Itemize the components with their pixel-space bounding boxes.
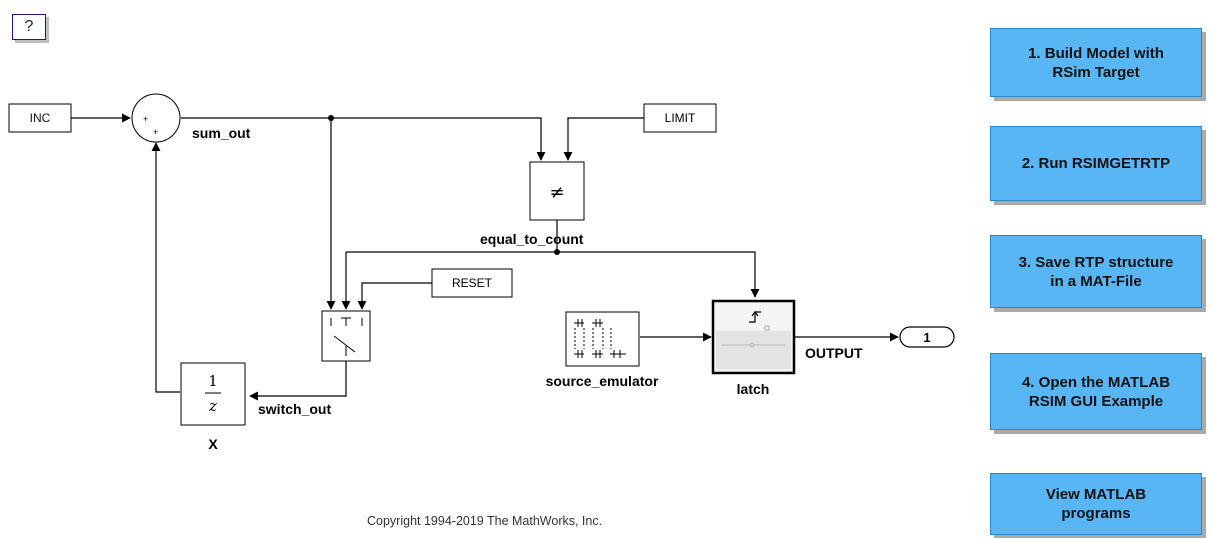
sum-block[interactable]: + + xyxy=(131,93,181,143)
switch-icon xyxy=(330,317,363,356)
save-rtp-button[interactable]: 3. Save RTP structure in a MAT-File xyxy=(990,235,1202,308)
source-emulator-block[interactable] xyxy=(565,311,640,367)
help-button[interactable]: ? xyxy=(12,14,46,40)
unit-delay-numerator: 1 xyxy=(208,372,218,390)
x-label: X xyxy=(208,436,218,452)
line-equal-to-latch xyxy=(346,251,760,298)
line-switch-out xyxy=(249,361,347,401)
line-delay-to-sum xyxy=(151,142,180,393)
open-gui-example-button[interactable]: 4. Open the MATLAB RSIM GUI Example xyxy=(990,353,1202,430)
signal-lines xyxy=(71,113,899,401)
reset-block[interactable]: RESET xyxy=(431,268,513,298)
sum-out-label: sum_out xyxy=(192,125,251,141)
not-equal-block[interactable]: ≠ xyxy=(529,161,585,221)
branch-point-sum-out xyxy=(328,115,334,121)
limit-label: LIMIT xyxy=(665,111,696,125)
line-reset-to-switch xyxy=(357,282,432,310)
sum-sign-left: + xyxy=(143,114,148,124)
build-model-button[interactable]: 1. Build Model with RSim Target xyxy=(990,28,1202,97)
switch-out-label: switch_out xyxy=(258,401,331,417)
copyright-text: Copyright 1994-2019 The MathWorks, Inc. xyxy=(367,514,603,528)
outport-block[interactable]: 1 xyxy=(899,326,955,348)
branch-point-equal xyxy=(554,249,560,255)
sum-sign-bottom: + xyxy=(153,127,158,137)
latch-label: latch xyxy=(737,381,770,397)
line-limit-to-neq xyxy=(563,117,644,161)
trigger-icon xyxy=(749,311,761,323)
source-emulator-label: source_emulator xyxy=(546,373,659,389)
run-rsimgetrtp-button[interactable]: 2. Run RSIMGETRTP xyxy=(990,126,1202,201)
switch-block[interactable] xyxy=(321,310,371,362)
limit-block[interactable]: LIMIT xyxy=(643,103,717,133)
reset-label: RESET xyxy=(452,276,493,290)
equal-to-count-label: equal_to_count xyxy=(480,231,584,247)
line-sum-out xyxy=(181,117,546,161)
not-equal-symbol: ≠ xyxy=(549,182,564,203)
pulse-icon xyxy=(574,319,626,358)
output-label: OUTPUT xyxy=(805,345,863,361)
inc-block[interactable]: INC xyxy=(8,103,72,133)
view-matlab-programs-button[interactable]: View MATLAB programs xyxy=(990,473,1202,535)
inc-label: INC xyxy=(30,111,51,125)
unit-delay-block[interactable]: 1 z xyxy=(180,362,246,426)
outport-number: 1 xyxy=(923,330,930,345)
unit-delay-denominator: z xyxy=(208,397,217,415)
latch-block[interactable] xyxy=(711,299,796,375)
